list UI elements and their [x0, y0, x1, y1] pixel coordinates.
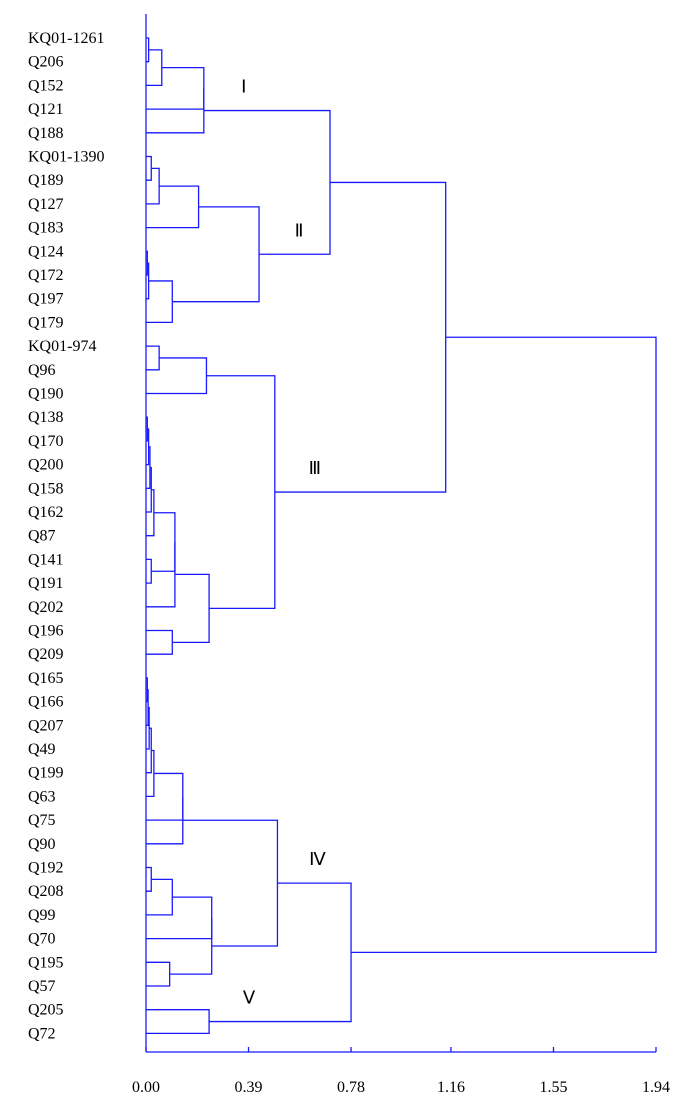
- x-tick-label: 1.16: [437, 1079, 465, 1096]
- merge-branch: [146, 345, 160, 371]
- merge-branch: [209, 882, 352, 1023]
- cluster-label: Ⅲ: [309, 458, 321, 478]
- merge-branch: [146, 489, 155, 537]
- leaf-label: Q121: [28, 101, 64, 118]
- leaf-label: Q196: [28, 623, 64, 640]
- leaf-label: Q207: [28, 717, 64, 734]
- leaf-label: Q70: [28, 931, 56, 948]
- merge-branch: [146, 250, 148, 276]
- merge-branch: [146, 49, 163, 87]
- leaf-label: Q138: [28, 409, 64, 426]
- leaf-label: Q179: [28, 314, 64, 331]
- leaf-label: Q162: [28, 504, 64, 521]
- merge-branch: [146, 896, 213, 940]
- merge-branch: [146, 961, 171, 987]
- leaf-label: Q190: [28, 386, 64, 403]
- merge-branch: [172, 573, 210, 643]
- leaf-label: Q152: [28, 77, 64, 94]
- leaf-label: Q197: [28, 291, 64, 308]
- merge-branch: [146, 88, 205, 134]
- leaf-label: Q205: [28, 1002, 64, 1019]
- merge-branch: [146, 167, 160, 205]
- merge-branch: [182, 819, 279, 947]
- merge-branch: [146, 866, 152, 892]
- merge-branch: [146, 878, 173, 916]
- merge-branch: [169, 917, 213, 975]
- merge-branch: [206, 375, 276, 610]
- leaf-label: Q200: [28, 457, 64, 474]
- leaf-label: Q75: [28, 812, 56, 829]
- leaf-label: Q141: [28, 551, 64, 568]
- leaf-label: Q172: [28, 267, 64, 284]
- leaf-label: Q208: [28, 883, 64, 900]
- merge-branch: [146, 66, 205, 110]
- cluster-label: Ⅱ: [295, 220, 304, 240]
- leaf-label: Q165: [28, 670, 64, 687]
- merge-branch: [146, 357, 208, 395]
- merge-branch: [146, 677, 148, 703]
- merge-branch: [146, 185, 200, 229]
- dendrogram-branches: [146, 37, 657, 1035]
- leaf-label: Q202: [28, 599, 64, 616]
- x-tick-label: 1.94: [642, 1079, 670, 1096]
- merge-branch: [146, 155, 152, 181]
- x-tick-label: 1.55: [539, 1079, 567, 1096]
- leaf-label: Q191: [28, 575, 64, 592]
- leaf-label: Q195: [28, 954, 64, 971]
- x-axis: 0.00 0.39 0.78 1.16 1.55 1.94: [132, 14, 670, 1096]
- merge-branch: [146, 280, 173, 324]
- leaf-label: Q189: [28, 172, 64, 189]
- leaf-label: Q192: [28, 860, 64, 877]
- leaf-label: Q124: [28, 243, 64, 260]
- cluster-label: Ⅰ: [241, 77, 246, 97]
- merge-branch: [146, 749, 155, 798]
- leaf-label: Q170: [28, 433, 64, 450]
- merge-branch: [146, 629, 173, 655]
- merge-branch: [146, 446, 151, 489]
- leaf-label: Q209: [28, 646, 64, 663]
- leaf-label: Q183: [28, 220, 64, 237]
- leaf-label: Q166: [28, 694, 64, 711]
- merge-branch: [351, 336, 657, 953]
- leaf-label: Q206: [28, 54, 64, 71]
- leaf-label: Q72: [28, 1025, 56, 1042]
- x-tick-label: 0.78: [337, 1079, 365, 1096]
- leaf-label: Q63: [28, 788, 56, 805]
- leaf-label: Q127: [28, 196, 64, 213]
- merge-branch: [146, 796, 184, 845]
- x-tick-label: 0.39: [235, 1079, 263, 1096]
- leaf-label: Q96: [28, 362, 56, 379]
- merge-branch: [146, 689, 149, 726]
- merge-branch: [146, 558, 152, 584]
- leaf-label: Q188: [28, 125, 64, 142]
- x-tick-label: 0.00: [132, 1079, 160, 1096]
- cluster-label: Ⅳ: [309, 849, 326, 869]
- cluster-labels: Ⅰ Ⅱ Ⅲ Ⅳ Ⅴ: [241, 77, 326, 1008]
- leaf-label: Q49: [28, 741, 56, 758]
- leaf-label: Q90: [28, 836, 56, 853]
- merge-branch: [172, 206, 260, 303]
- merge-branch: [151, 512, 176, 572]
- leaf-label: Q99: [28, 907, 56, 924]
- leaf-label: Q199: [28, 765, 64, 782]
- leaf-label: KQ01-1261: [28, 30, 104, 47]
- merge-branch: [146, 541, 176, 608]
- leaf-label: KQ01-974: [28, 338, 96, 355]
- leaf-label: Q158: [28, 480, 64, 497]
- leaf-labels: KQ01-1261Q206Q152Q121Q188KQ01-1390Q189Q1…: [28, 30, 104, 1042]
- leaf-label: Q57: [28, 978, 56, 995]
- merge-branch: [146, 416, 148, 442]
- leaf-label: Q87: [28, 528, 56, 545]
- merge-branch: [146, 1009, 210, 1035]
- merge-branch: [203, 109, 331, 255]
- leaf-label: KQ01-1390: [28, 149, 104, 166]
- cluster-label: Ⅴ: [243, 988, 256, 1008]
